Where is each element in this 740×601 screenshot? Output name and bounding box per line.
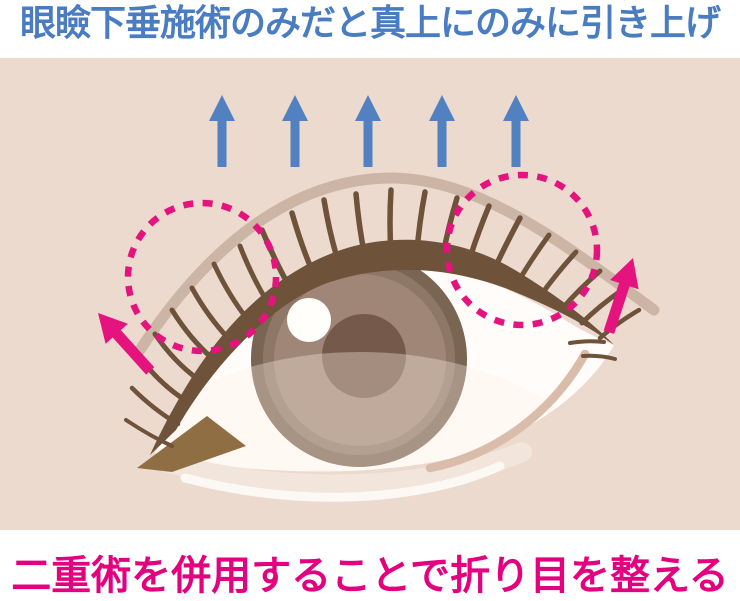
eyelash [538, 249, 579, 298]
pupil [322, 314, 406, 398]
eyelash [169, 307, 216, 362]
lower-lid-highlight [180, 461, 505, 502]
eyelash [129, 385, 181, 427]
lower-lid-band [158, 442, 532, 495]
eyelash [466, 203, 492, 264]
eyelash [597, 307, 642, 341]
headline-bar: 眼瞼下垂施術のみだと真上にのみに引き上げ [0, 0, 740, 58]
eye-illustration-panel [0, 58, 740, 530]
eyelash [491, 215, 523, 273]
dashed-circle-right [443, 171, 601, 329]
headline-text: 眼瞼下垂施術のみだと真上にのみに引き上げ [19, 2, 721, 43]
eyelid-crease-line [134, 172, 660, 356]
lower-lash-line [425, 349, 590, 473]
eyelash [568, 339, 606, 345]
eyelash [414, 189, 428, 255]
eyelash [353, 191, 368, 260]
eyelash [515, 232, 552, 285]
eyelash [124, 418, 174, 448]
eyelash [387, 187, 394, 256]
eyelash [581, 353, 617, 361]
dashed-circle-left [124, 199, 280, 355]
eyelash [211, 261, 251, 323]
inner-eye-corner [137, 416, 246, 472]
iris-highlight [287, 298, 331, 342]
caption-bar: 二重術を併用することで折り目を整える [0, 530, 740, 601]
eyelash [237, 243, 271, 306]
upper-lash-line [150, 239, 614, 455]
fold-guide-circles [124, 171, 601, 355]
eyelash [289, 210, 317, 278]
eye-illustration [0, 58, 740, 530]
eyelash [189, 285, 232, 342]
eyelash [321, 197, 342, 267]
caption-text: 二重術を併用することで折り目を整える [11, 554, 729, 598]
